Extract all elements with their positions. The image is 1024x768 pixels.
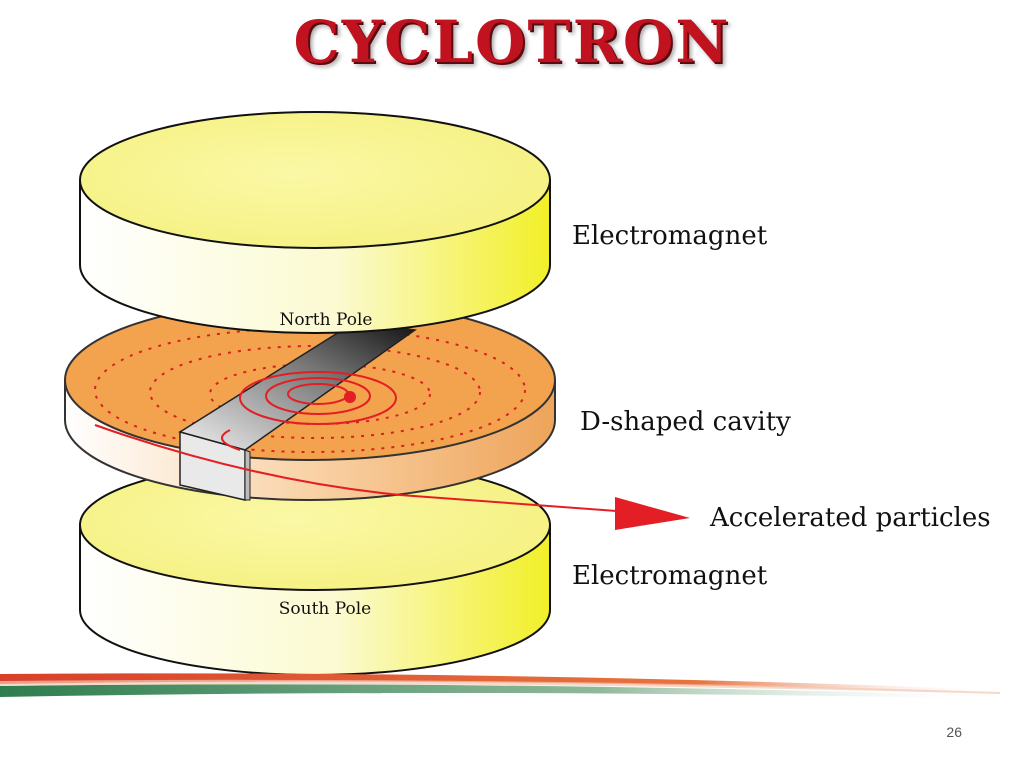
d-cavity-label: D-shaped cavity xyxy=(580,407,791,437)
top-electromagnet-label: Electromagnet xyxy=(572,221,768,251)
page-number: 26 xyxy=(946,724,962,740)
d-shaped-cavity xyxy=(64,299,556,501)
particle-source xyxy=(344,391,356,403)
accelerated-particles-label: Accelerated particles xyxy=(709,503,991,533)
orbit-rings xyxy=(94,327,526,453)
footer-bands xyxy=(0,673,1000,699)
particle-beam xyxy=(94,424,690,530)
south-pole-label: South Pole xyxy=(279,599,372,619)
north-pole-label: North Pole xyxy=(280,310,373,330)
beam-arrowhead xyxy=(615,497,690,530)
bottom-electromagnet-label: Electromagnet xyxy=(572,561,768,591)
top-electromagnet xyxy=(79,111,551,334)
slide-title: CYCLOTRON xyxy=(293,8,731,76)
